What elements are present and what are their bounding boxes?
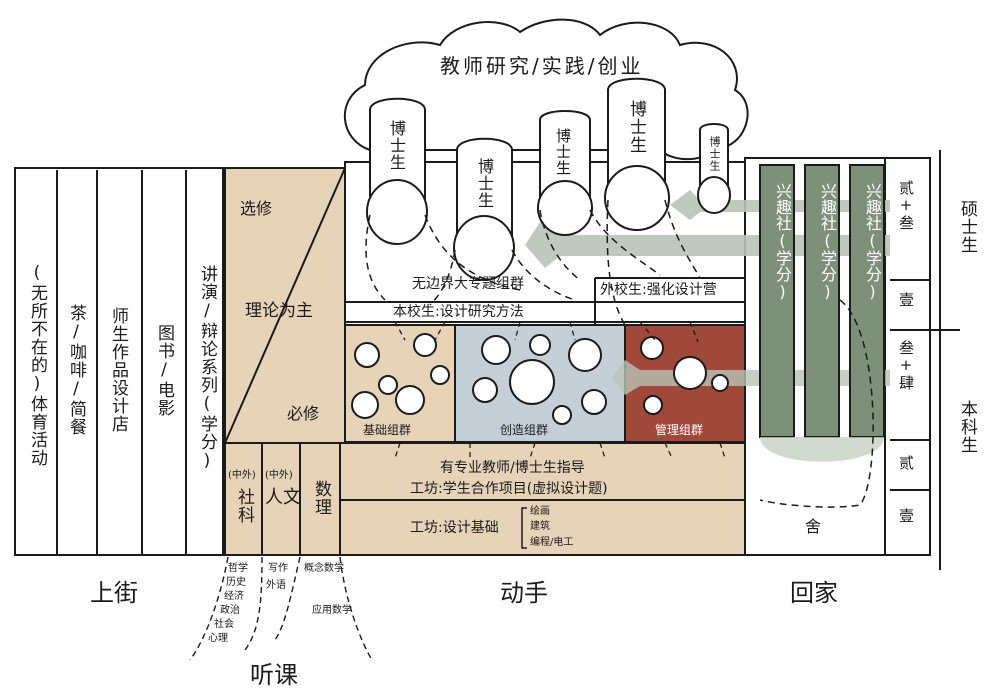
social-science-label: 社科 [234, 488, 254, 524]
year-label-ug-3-4: 叁+肆 [897, 340, 915, 391]
subject-sociology: 社会 [214, 619, 234, 630]
theory-label: 理论为主 [245, 301, 313, 321]
creative-group-label: 创造组群 [500, 423, 549, 437]
cloud-title: 教师研究/实践/创业 [440, 54, 644, 78]
core-block [224, 442, 341, 556]
interest-club-3: 兴趣社(学分) [863, 183, 882, 301]
management-group-label: 管理组群 [655, 423, 704, 437]
year-label-grad-1: 壹 [897, 292, 915, 308]
internal-student-label: 本校生:设计研究方法 [393, 304, 524, 320]
workshop-basic-label: 工坊:设计基础 [410, 520, 499, 536]
phd-label-5: 博士生 [708, 136, 721, 172]
lecture-label: 听课 [250, 661, 298, 689]
external-student-label: 外校生:强化设计营 [600, 282, 717, 298]
left-column-shop: 师生作品设计店 [108, 307, 128, 433]
subject-philosophy: 哲学 [228, 563, 248, 574]
interest-club-2: 兴趣社(学分) [818, 183, 837, 301]
left-block [14, 167, 224, 556]
left-column-lectures: 讲演/辩论系列(学分) [197, 264, 217, 472]
street-label: 上街 [90, 579, 138, 607]
subject-applied-math: 应用数学 [312, 605, 352, 616]
interest-club-1: 兴趣社(学分) [773, 183, 792, 301]
phd-label-4: 博士生 [626, 100, 646, 154]
hands-on-label: 动手 [500, 579, 548, 607]
humanity-tag: (中外) [265, 470, 293, 481]
subject-writing: 写作 [268, 563, 288, 574]
workshop-item-drawing: 绘画 [530, 506, 550, 517]
year-label-ug-2: 贰 [897, 455, 915, 471]
degree-label-undergrad: 本科生 [957, 400, 977, 454]
subject-politics: 政治 [220, 605, 240, 616]
home-label: 回家 [790, 579, 838, 607]
math-label: 数理 [311, 480, 331, 516]
phd-label-3: 博士生 [554, 128, 572, 176]
subject-history: 历史 [226, 577, 246, 588]
subject-foreign-language: 外语 [266, 580, 286, 591]
left-column-library: 图书/电影 [154, 323, 174, 417]
year-label-grad-2-3: 贰+叁 [897, 180, 915, 231]
workshop-item-architecture: 建筑 [530, 521, 550, 532]
basic-group-label: 基础组群 [363, 423, 412, 437]
guide-label: 有专业教师/博士生指导 [440, 460, 585, 476]
dorm-label: 舍 [805, 517, 822, 536]
left-column-cafe: 茶/咖啡/简餐 [66, 304, 86, 436]
required-label: 必修 [287, 404, 320, 423]
phd-label-2: 博士生 [475, 158, 494, 209]
workshop-project-label: 工坊:学生合作项目(虚拟设计题) [410, 481, 608, 497]
subject-economics: 经济 [224, 591, 244, 602]
humanity-label: 人文 [265, 487, 301, 508]
subject-concept-math: 概念数学 [304, 563, 344, 574]
year-label-ug-1: 壹 [897, 508, 915, 524]
workshop-item-coding: 编程/电工 [530, 537, 574, 548]
left-column-sports: (无所不在的)体育活动 [27, 263, 47, 467]
subject-psychology: 心理 [208, 633, 228, 644]
social-tag: (中外) [228, 470, 256, 481]
phd-label-1: 博士生 [387, 120, 406, 171]
elective-label: 选修 [240, 199, 273, 218]
degree-label-master: 硕士生 [957, 200, 977, 254]
topic-group-label: 无边界大专题组群 [412, 276, 524, 292]
